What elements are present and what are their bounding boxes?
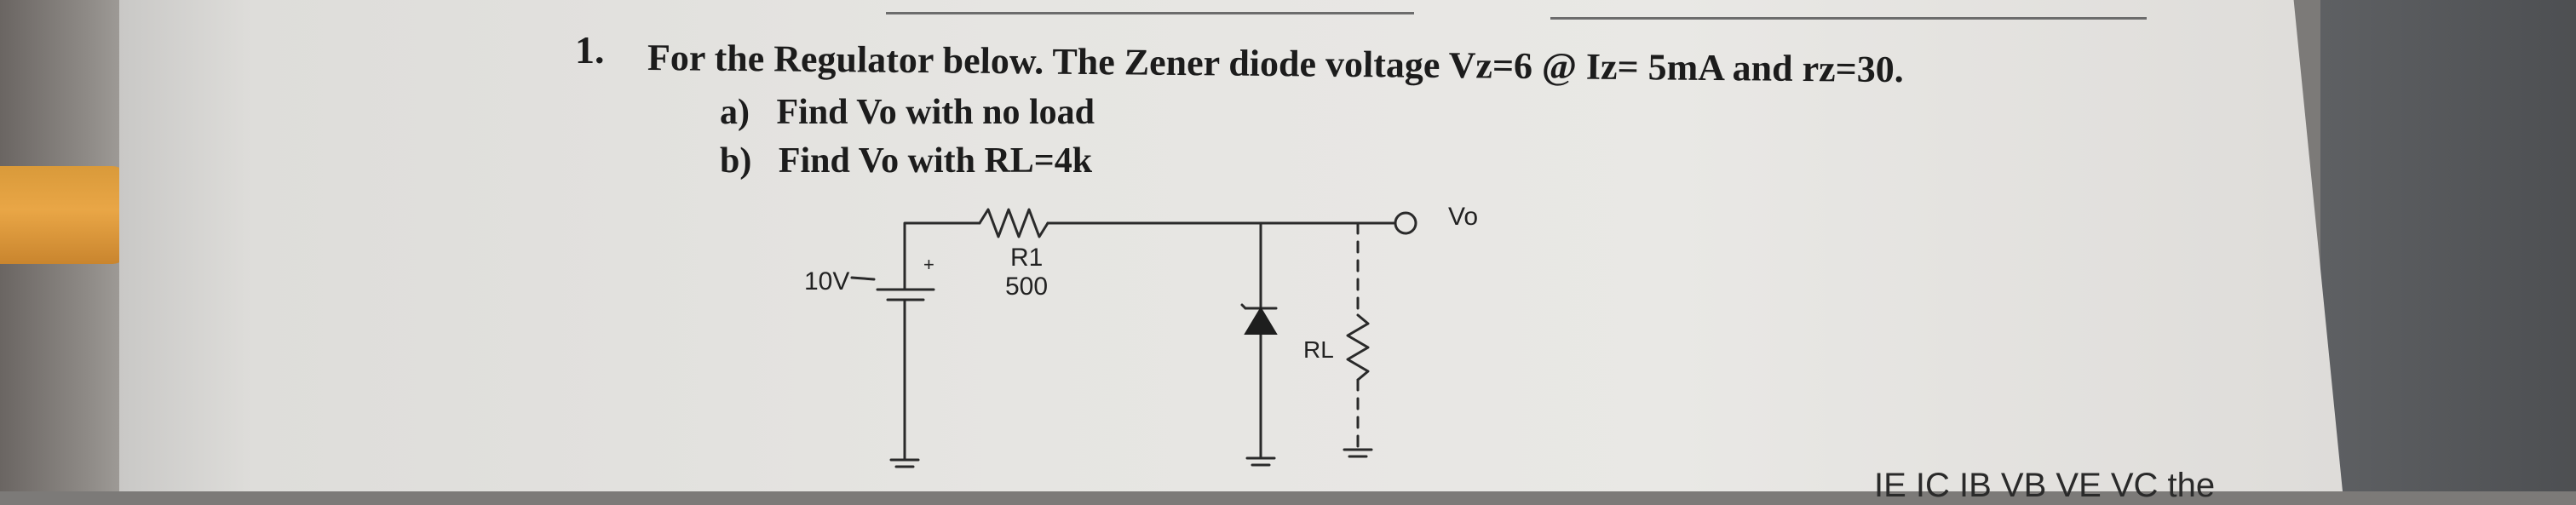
regulator-circuit-diagram: 10V + R1 500 RL Vo bbox=[804, 203, 1478, 468]
resistor-r1-value: 500 bbox=[1005, 273, 1048, 301]
part-a-text: Find Vo with no load bbox=[776, 93, 1095, 132]
part-b: b) Find Vo with RL=4k bbox=[720, 141, 1092, 181]
resistor-rl-zigzag bbox=[1346, 313, 1370, 382]
top-rule-line-right bbox=[1550, 17, 2147, 20]
resistor-r1-name: R1 bbox=[1010, 244, 1043, 272]
zener-bar-bend bbox=[1240, 303, 1247, 310]
battery-plus-sign: + bbox=[923, 254, 934, 275]
battery-dash bbox=[850, 276, 876, 281]
output-terminal bbox=[1394, 211, 1417, 235]
desk-right-background bbox=[2320, 0, 2576, 491]
load-resistor-label: RL bbox=[1303, 336, 1334, 363]
top-rule-line bbox=[886, 12, 1414, 14]
bottom-partial-text: IE IC IB VB VE VC the bbox=[1874, 467, 2216, 504]
output-voltage-label: Vo bbox=[1448, 203, 1478, 231]
zener-diode-triangle bbox=[1244, 307, 1278, 335]
source-voltage-label: 10V bbox=[804, 267, 849, 296]
part-a: a) Find Vo with no load bbox=[720, 92, 1095, 133]
part-a-label: a) bbox=[720, 93, 750, 132]
worksheet-paper bbox=[119, 0, 2343, 491]
part-b-label: b) bbox=[720, 141, 752, 181]
part-b-text: Find Vo with RL=4k bbox=[778, 141, 1093, 181]
problem-number: 1. bbox=[575, 28, 605, 72]
wire-top-left bbox=[903, 221, 981, 291]
orange-marker bbox=[0, 166, 128, 264]
resistor-r1-zigzag bbox=[978, 208, 1049, 238]
